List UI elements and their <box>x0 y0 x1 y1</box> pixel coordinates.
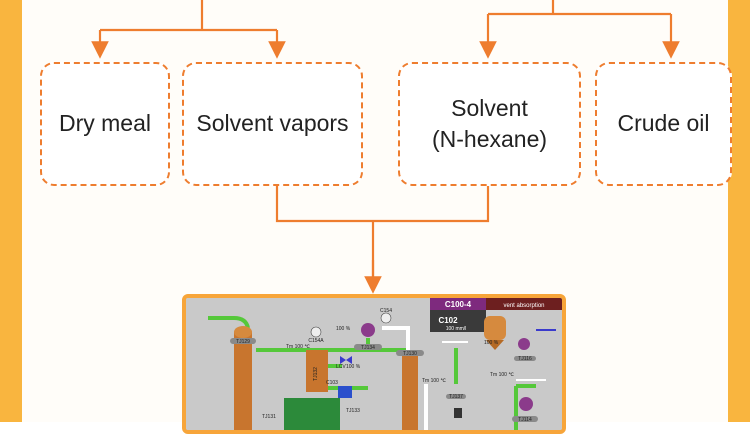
tag-tj129: TJ129 <box>236 339 250 345</box>
tag-tj134: TJ134 <box>361 345 375 351</box>
connector-merge <box>275 186 490 282</box>
condenser <box>284 398 340 430</box>
box-solvent-label-line2: (N-hexane) <box>431 126 548 152</box>
unit-code: C100-4 <box>445 300 472 309</box>
pct-pump: 100 % <box>336 326 351 332</box>
column-tj130 <box>402 354 418 430</box>
valve-tag: LCV <box>336 364 346 370</box>
valve-lcv <box>340 356 352 364</box>
connector-right-trunk <box>488 0 671 16</box>
temp-left: Tm 100 ℃ <box>286 344 310 350</box>
connector-left-trunk <box>100 0 277 32</box>
vessel-tj132 <box>306 350 328 392</box>
box-dry-meal-label: Dry meal <box>58 110 151 137</box>
scada-process-screen: C100-4 vent absorption C102 100 mm/l TJ1… <box>182 294 566 434</box>
tag-tj137: TJ137 <box>449 394 463 400</box>
tag-tj133: TJ133 <box>346 408 360 414</box>
vent-label: vent absorption <box>503 303 544 309</box>
flow-connectors <box>91 0 680 294</box>
tag-tj132: TJ132 <box>313 367 319 381</box>
sub-unit: C102 <box>438 316 458 325</box>
tag-tj131: TJ131 <box>262 414 276 420</box>
box-crude-oil-label: Crude oil <box>617 110 710 137</box>
tank-vent <box>484 316 506 340</box>
box-solvent-vapors: Solvent vapors <box>182 62 363 186</box>
box-solvent: Solvent (N-hexane) <box>398 62 581 186</box>
tag-c154a: C154A <box>308 338 324 344</box>
pct-valve: 100 % <box>346 364 361 370</box>
unit-code-panel <box>430 298 486 310</box>
scada-diagram: C100-4 vent absorption C102 100 mm/l TJ1… <box>186 298 562 430</box>
column-tj129 <box>234 332 252 430</box>
pump-tj134 <box>361 323 375 337</box>
box-dry-meal: Dry meal <box>40 62 170 186</box>
flow-readout: 100 mm/l <box>446 326 467 332</box>
gauge-c154 <box>380 312 392 324</box>
tag-c154: C154 <box>380 308 392 314</box>
tag-tj114: TJ114 <box>518 417 532 423</box>
box-crude-oil: Crude oil <box>595 62 732 186</box>
pump-tj114 <box>519 397 533 411</box>
pump-tj116 <box>518 338 530 350</box>
temp-mid: Tm 100 ℃ <box>422 378 446 384</box>
box-solvent-vapors-label: Solvent vapors <box>196 110 349 137</box>
gauge-c154a <box>310 326 322 338</box>
sub-unit-panel <box>430 310 486 332</box>
pct-tank: 100 % <box>484 340 499 346</box>
tag-tj116: TJ116 <box>518 356 532 362</box>
temp-right: Tm 100 ℃ <box>490 372 514 378</box>
box-solvent-label-line1: Solvent <box>451 94 528 121</box>
tag-c103: C103 <box>326 380 338 386</box>
heater-c103 <box>338 386 352 398</box>
vent-panel <box>486 298 562 310</box>
tag-tj130: TJ130 <box>403 351 417 357</box>
